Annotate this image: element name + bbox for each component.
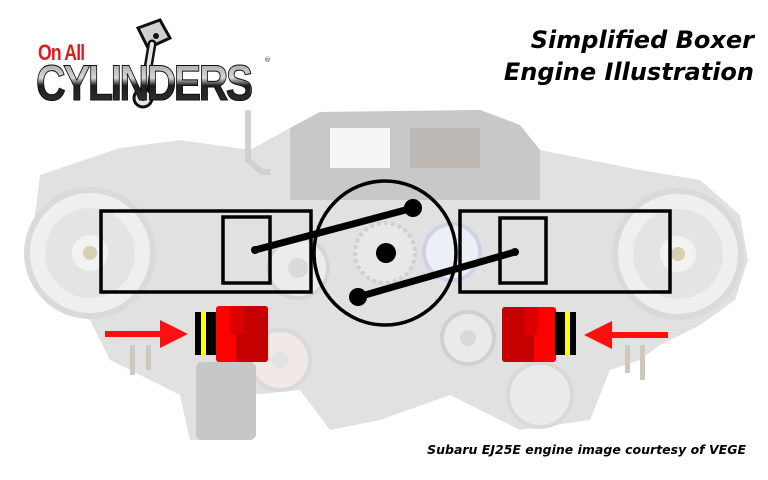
right-connecting-rod: [354, 248, 519, 301]
title-line-1: Simplified Boxer: [530, 26, 754, 54]
crankshaft-throw-circle: [312, 179, 458, 327]
left-wrist-pin: [251, 246, 259, 254]
crankshaft-center: [376, 243, 396, 263]
right-arrow-icon: [584, 321, 668, 349]
page-title: Simplified Boxer Engine Illustration: [504, 24, 754, 88]
image-credit: Subaru EJ25E engine image courtesy of VE…: [427, 442, 746, 457]
logo-text-on-all: On All: [38, 40, 85, 65]
title-line-2: Engine Illustration: [503, 58, 754, 86]
logo-text-cylinders: CYLINDERS: [36, 55, 254, 111]
right-piston: [498, 216, 548, 285]
left-arrow-icon: [105, 320, 188, 348]
right-wrist-pin: [511, 248, 519, 256]
lower-crank-pin: [349, 288, 367, 306]
left-engine-mount: [195, 306, 268, 362]
left-piston: [221, 215, 272, 285]
piston-rod-logo-icon: [132, 18, 173, 109]
left-cylinder-bore: [99, 209, 313, 294]
right-cylinder-bore: [458, 209, 672, 294]
on-all-cylinders-logo: On All CYLINDERS ®: [34, 18, 274, 114]
left-connecting-rod: [251, 204, 417, 254]
upper-crank-pin: [404, 199, 422, 217]
registered-mark: ®: [264, 56, 271, 64]
right-engine-mount: [502, 307, 576, 362]
engine-background-image: [24, 110, 748, 440]
